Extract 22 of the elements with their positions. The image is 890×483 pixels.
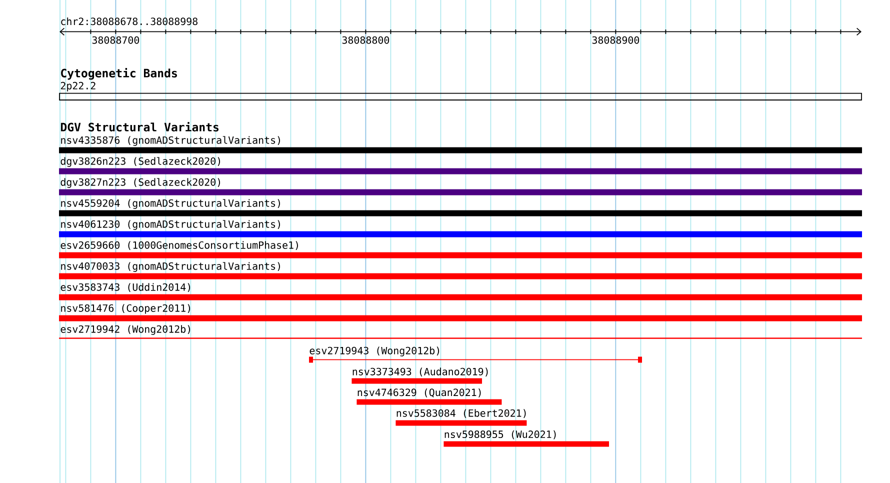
variant-label: nsv4559204 (gnomADStructuralVariants): [61, 199, 280, 209]
tick-label: 38088900: [592, 36, 640, 44]
variant-label: esv2719942 (Wong2012b): [60, 325, 190, 335]
band-label: 2p22.2: [60, 82, 96, 92]
variant-label: nsv4061230 (gnomADStructuralVariants): [61, 220, 280, 230]
variant-label: nsv581476 (Cooper2011): [61, 304, 190, 314]
tick-label: 38088800: [342, 36, 390, 44]
variant-label: esv3583743 (Uddin2014): [60, 283, 190, 292]
tick-label: 38088700: [92, 36, 140, 44]
region-label: chr2:38088678..38088998: [61, 17, 198, 26]
track-heading: Cytogenetic Bands: [61, 68, 177, 80]
variant-label: dgv3826n223 (Sedlazeck2020): [60, 157, 220, 167]
variant-label: esv2659660 (1000GenomesConsortiumPhase1): [60, 241, 298, 250]
variant-label: dgv3827n223 (Sedlazeck2020): [60, 178, 220, 188]
variant-label: nsv4070033 (gnomADStructuralVariants): [61, 262, 280, 272]
variant-label: nsv4746329 (Quan2021): [358, 388, 481, 398]
variant-label: nsv3373493 (Audano2019): [352, 368, 488, 377]
variant-label: nsv4335876 (gnomADStructuralVariants): [61, 136, 280, 146]
variant-label: esv2719943 (Wong2012b): [310, 346, 440, 356]
variant-label: nsv5583084 (Ebert2021): [396, 409, 526, 418]
variant-label: nsv5988955 (Wu2021): [444, 430, 556, 440]
track-heading: DGV Structural Variants: [60, 122, 218, 132]
